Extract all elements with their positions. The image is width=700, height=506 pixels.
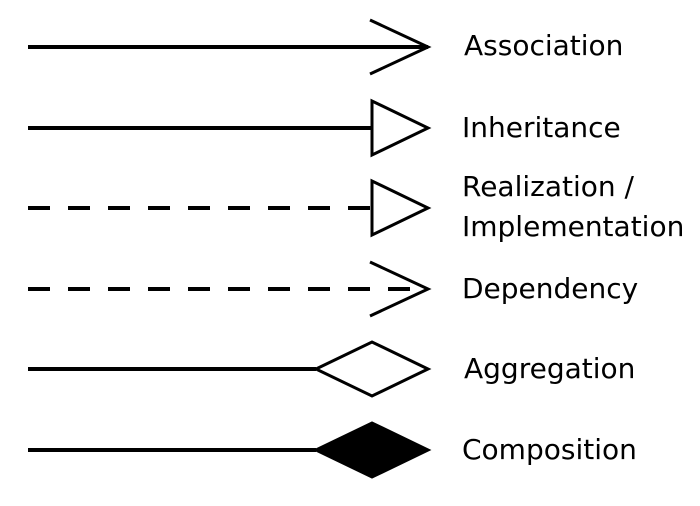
row-inheritance: Inheritance: [28, 98, 621, 158]
composition-filled-diamond: [312, 421, 432, 479]
aggregation-label: Aggregation: [464, 352, 635, 385]
realization-hollow-triangle: [370, 178, 432, 238]
row-aggregation: Aggregation: [28, 340, 635, 398]
association-label: Association: [464, 29, 623, 62]
row-association: Association: [28, 18, 623, 76]
dependency-open-arrowhead: [369, 260, 432, 318]
inheritance-hollow-triangle: [370, 98, 432, 158]
dependency-label: Dependency: [462, 272, 638, 305]
aggregation-hollow-diamond: [312, 340, 432, 398]
row-composition: Composition: [28, 421, 637, 479]
realization-label: Realization / Implementation: [462, 170, 684, 243]
realization-label-line-2: Implementation: [462, 210, 684, 243]
row-dependency: Dependency: [28, 260, 638, 318]
composition-label: Composition: [462, 433, 637, 466]
realization-label-line-1: Realization /: [462, 170, 635, 203]
association-open-arrowhead: [369, 18, 432, 76]
inheritance-label: Inheritance: [462, 111, 621, 144]
row-realization: Realization / Implementation: [28, 170, 684, 243]
